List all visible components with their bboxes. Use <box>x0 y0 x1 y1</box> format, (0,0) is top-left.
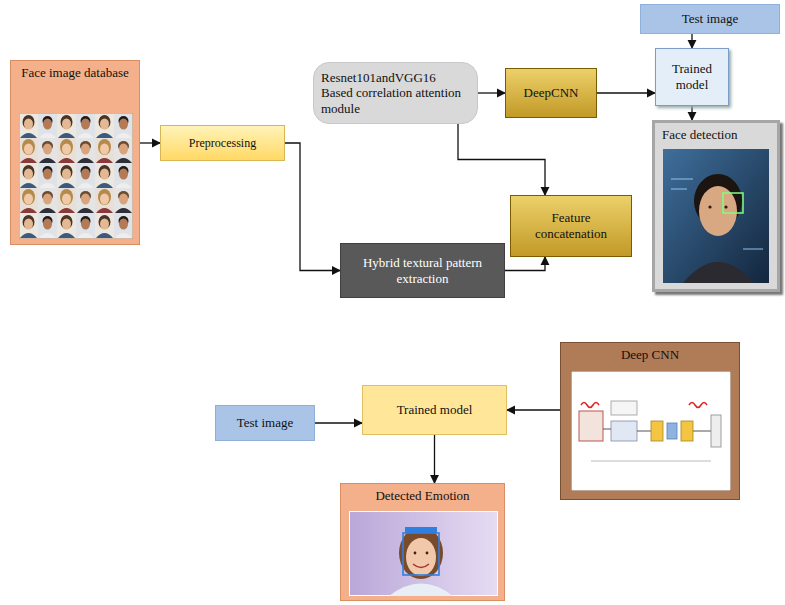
node-label: Preprocessing <box>189 136 256 150</box>
network-panel: Deep CNN <box>560 342 740 500</box>
module-box: Resnet101andVGG16 Based correlation atte… <box>313 62 478 124</box>
node-label: Resnet101andVGG16 Based correlation atte… <box>321 70 470 117</box>
node-label: Deep CNN <box>621 347 679 363</box>
model-box: Trained model <box>362 385 507 435</box>
node-label: Trained model <box>663 61 721 92</box>
input-box: Test image <box>215 405 315 441</box>
input-box: Test image <box>640 4 780 34</box>
flow-arrow <box>315 422 362 423</box>
flow-arrow <box>505 257 545 271</box>
node-label: DeepCNN <box>524 85 579 101</box>
flow-arrow <box>507 409 560 410</box>
node-label: Face image database <box>21 65 129 81</box>
node-label: Feature concatenation <box>518 210 624 241</box>
flow-arrow <box>478 92 505 93</box>
node-label: Test image <box>237 415 294 431</box>
node-label: Face detection <box>662 127 737 143</box>
output-panel: Detected Emotion <box>340 483 505 601</box>
emotion-photo <box>349 511 498 596</box>
flow-arrow <box>434 435 435 483</box>
model-box: DeepCNN <box>505 68 597 118</box>
flow-arrow <box>691 106 692 120</box>
process-box: Preprocessing <box>160 125 285 161</box>
cnn-architecture-figure <box>571 371 731 491</box>
process-box: Feature concatenation <box>510 195 632 257</box>
database-panel: Face image database <box>10 60 140 245</box>
node-label: Detected Emotion <box>375 488 469 504</box>
flow-arrow <box>140 142 160 143</box>
process-box: Hybrid textural pattern extraction <box>340 243 505 298</box>
node-label: Test image <box>682 11 739 27</box>
flow-arrow <box>691 34 692 48</box>
output-panel: Face detection <box>652 120 780 292</box>
face-grid-photo <box>19 113 133 239</box>
flow-arrow <box>285 143 340 271</box>
face-detection-photo <box>663 149 769 283</box>
node-label: Hybrid textural pattern extraction <box>348 255 497 286</box>
model-box: Trained model <box>655 48 729 106</box>
flow-arrow <box>458 124 545 195</box>
flow-arrow <box>597 92 655 93</box>
node-label: Trained model <box>397 402 473 418</box>
